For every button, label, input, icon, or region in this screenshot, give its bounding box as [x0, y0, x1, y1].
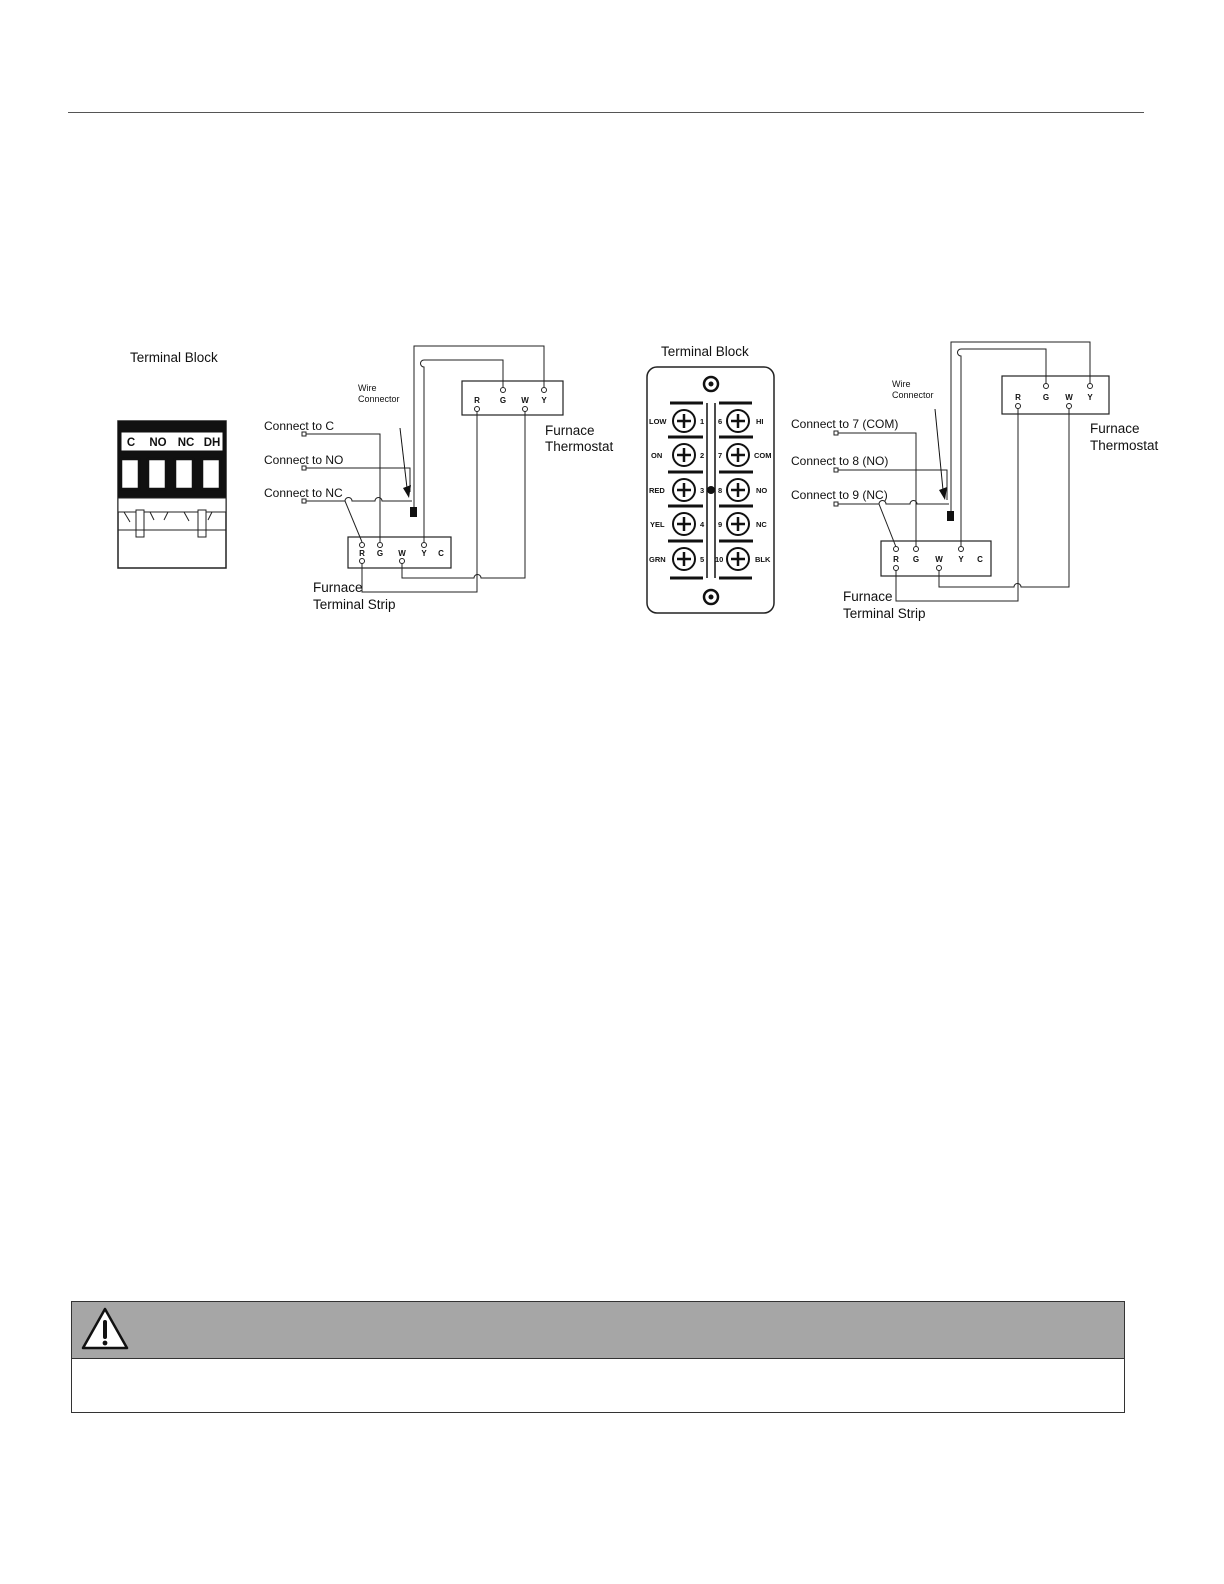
terminal-strip-box-a [347, 536, 452, 569]
diagram-a: Terminal Block C NO NC DH Connect to C C… [117, 345, 614, 612]
tb-num-6: 6 [718, 417, 722, 426]
strip-label-2: Terminal Strip [313, 597, 396, 612]
terminal-block-title-a: Terminal Block [130, 350, 218, 365]
connect-to-c-label: Connect to C [264, 419, 334, 433]
wires-a [304, 345, 545, 593]
wiring-diagrams: text { font-family:"Liberation Sans", sa… [117, 341, 1159, 621]
tb-label-low: LOW [649, 417, 667, 426]
block-terminal-dh: DH [204, 437, 221, 449]
connect-to-no-label: Connect to NO [264, 453, 343, 467]
terminal-dots-a [301, 387, 547, 564]
thermostat-label-1: Furnace [545, 423, 595, 438]
thermostat-b-y: Y [1087, 393, 1093, 402]
tb-label-com: COM [754, 451, 772, 460]
strip-b-g: G [913, 555, 919, 564]
block-terminal-no: NO [149, 437, 166, 449]
tb-num-2: 2 [700, 451, 704, 460]
thermostat-b-g: G [1043, 393, 1049, 402]
warning-header [72, 1302, 1124, 1359]
strip-b-c: C [977, 555, 983, 564]
tb-label-on: ON [651, 451, 662, 460]
tb-num-9: 9 [718, 520, 722, 529]
warning-triangle-icon [81, 1307, 129, 1350]
connect-to-8-label: Connect to 8 (NO) [791, 454, 888, 468]
strip-y: Y [421, 549, 427, 558]
header-rule [68, 112, 1144, 113]
tb-num-4: 4 [700, 520, 705, 529]
terminal-block-title-b: Terminal Block [661, 344, 749, 359]
tb-num-8: 8 [718, 486, 722, 495]
tb-num-5: 5 [700, 555, 704, 564]
thermostat-label-2: Thermostat [545, 439, 614, 454]
tb-label-grn: GRN [649, 555, 666, 564]
tb-label-no: NO [756, 486, 767, 495]
thermostat-g: G [500, 396, 506, 405]
thermostat-y: Y [541, 396, 547, 405]
warning-body [72, 1359, 1124, 1413]
tb-label-red: RED [649, 486, 665, 495]
strip-w: W [398, 549, 406, 558]
strip-r: R [359, 549, 365, 558]
terminal-dots-b [833, 383, 1093, 571]
wires-b [836, 341, 1091, 602]
diagram-b: Terminal Block [646, 341, 1159, 621]
wire-connector-label-1: Wire [358, 383, 377, 393]
relay-terminal-block: C NO NC DH [117, 420, 227, 569]
ten-terminal-block: LOW ON RED YEL GRN 1 2 3 4 5 6 7 8 9 10 … [646, 366, 775, 614]
tb-num-1: 1 [700, 417, 704, 426]
thermostat-b-label-1: Furnace [1090, 421, 1140, 436]
tb-num-10: 10 [715, 555, 723, 564]
thermostat-r: R [474, 396, 480, 405]
strip-label-1: Furnace [313, 580, 363, 595]
block-terminal-c: C [127, 437, 135, 449]
connect-to-9-label: Connect to 9 (NC) [791, 488, 888, 502]
tb-label-blk: BLK [755, 555, 771, 564]
tb-label-yel: YEL [650, 520, 665, 529]
strip-b-label-1: Furnace [843, 589, 893, 604]
thermostat-b-label-2: Thermostat [1090, 438, 1159, 453]
strip-b-r: R [893, 555, 899, 564]
wire-connector-label-b-2: Connector [892, 390, 934, 400]
strip-b-y: Y [958, 555, 964, 564]
connect-to-nc-label: Connect to NC [264, 486, 343, 500]
tb-label-hi: HI [756, 417, 764, 426]
terminal-strip-box-b [880, 540, 992, 577]
strip-g: G [377, 549, 383, 558]
strip-b-w: W [935, 555, 943, 564]
tb-num-7: 7 [718, 451, 722, 460]
strip-c: C [438, 549, 444, 558]
thermostat-b-w: W [1065, 393, 1073, 402]
wire-connector-label-b-1: Wire [892, 379, 911, 389]
tb-label-nc: NC [756, 520, 767, 529]
thermostat-b-r: R [1015, 393, 1021, 402]
strip-b-label-2: Terminal Strip [843, 606, 926, 621]
block-terminal-nc: NC [178, 437, 195, 449]
wire-connector-label-2: Connector [358, 394, 400, 404]
warning-box [71, 1301, 1125, 1413]
thermostat-w: W [521, 396, 529, 405]
tb-num-3: 3 [700, 486, 704, 495]
connect-to-7-label: Connect to 7 (COM) [791, 417, 898, 431]
